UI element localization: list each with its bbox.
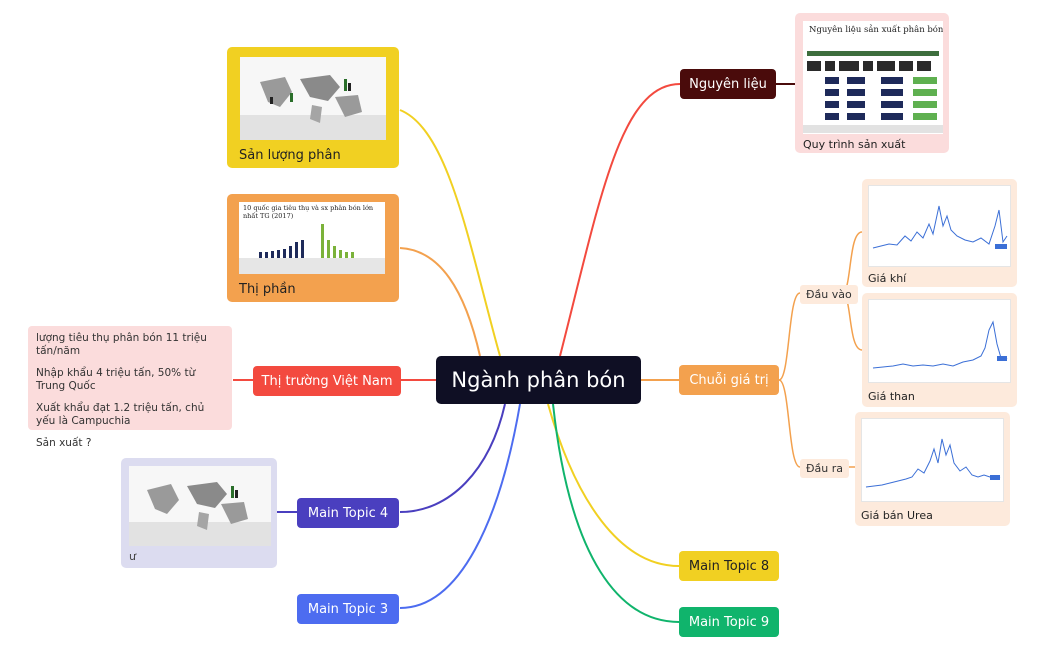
connector-san-luong bbox=[399, 109, 501, 357]
connector-main8 bbox=[547, 403, 680, 567]
subtopic-dau-ra[interactable]: Đầu ra bbox=[800, 459, 849, 478]
urea-price-chart-thumbnail bbox=[861, 418, 1004, 502]
card-thi-phan-caption: Thị phần bbox=[239, 282, 296, 297]
note-item-4: Sản xuất ? bbox=[36, 437, 92, 449]
coal-price-chart-image bbox=[872, 320, 1008, 369]
note-item-3: Xuất khẩu đạt 1.2 triệu tấn, chủ yếu là … bbox=[36, 402, 205, 427]
subtopic-dau-vao[interactable]: Đầu vào bbox=[800, 285, 858, 304]
card-main-4-caption: ư bbox=[129, 550, 136, 563]
card-thi-phan[interactable]: 10 quốc gia tiêu thụ và sx phân bón lớn … bbox=[227, 194, 399, 302]
topic-chuoi-gia-tri[interactable]: Chuỗi giá trị bbox=[679, 365, 779, 395]
urea-price-chart-image bbox=[865, 438, 1001, 488]
card-gia-than[interactable]: Giá than bbox=[862, 293, 1017, 407]
process-diagram-thumbnail: Nguyên liệu sản xuất phân bón bbox=[803, 21, 943, 134]
process-diagram-title: Nguyên liệu sản xuất phân bón bbox=[809, 25, 943, 35]
connector-thi-phan bbox=[399, 247, 481, 357]
card-gia-than-caption: Giá than bbox=[868, 390, 915, 403]
topic-nguyen-lieu[interactable]: Nguyên liệu bbox=[680, 69, 776, 99]
topic-main-9-label: Main Topic 9 bbox=[688, 614, 770, 630]
connector-dau-ra bbox=[778, 379, 801, 468]
topic-nguyen-lieu-label: Nguyên liệu bbox=[689, 76, 767, 92]
topic-main-3[interactable]: Main Topic 3 bbox=[297, 594, 399, 624]
topic-main-8[interactable]: Main Topic 8 bbox=[679, 551, 779, 581]
card-san-luong-caption: Sản lượng phân bbox=[239, 148, 341, 163]
gas-price-chart-image bbox=[872, 205, 1008, 249]
thi-phan-chart-title: 10 quốc gia tiêu thụ và sx phân bón lớn … bbox=[243, 204, 374, 220]
bar-chart-image bbox=[239, 202, 385, 274]
note-item-1: lượng tiêu thụ phân bón 11 triệu tấn/năm bbox=[36, 332, 207, 357]
card-gia-khi-caption: Giá khí bbox=[868, 272, 907, 285]
topic-main-3-label: Main Topic 3 bbox=[307, 601, 389, 617]
card-gia-urea[interactable]: Giá bán Urea bbox=[855, 412, 1010, 526]
connector-dau-vao bbox=[778, 292, 801, 381]
bar-chart-thumbnail: 10 quốc gia tiêu thụ và sx phân bón lớn … bbox=[239, 202, 385, 274]
connector-main3 bbox=[399, 403, 521, 609]
gas-price-chart-thumbnail bbox=[868, 185, 1011, 267]
topic-thi-truong-viet-nam[interactable]: Thị trường Việt Nam bbox=[253, 366, 401, 396]
world-map-image-2 bbox=[129, 466, 271, 546]
connector-gia-khi bbox=[841, 231, 863, 294]
coal-price-chart-thumbnail bbox=[868, 299, 1011, 383]
central-topic[interactable]: Ngành phân bón bbox=[436, 356, 641, 404]
card-gia-khi[interactable]: Giá khí bbox=[862, 179, 1017, 287]
topic-chuoi-gia-tri-label: Chuỗi giá trị bbox=[689, 372, 769, 388]
topic-main-4-label: Main Topic 4 bbox=[307, 505, 389, 521]
card-main-4[interactable]: ư bbox=[121, 458, 277, 568]
vietnam-market-notes[interactable]: lượng tiêu thụ phân bón 11 triệu tấn/năm… bbox=[28, 326, 232, 449]
central-topic-label: Ngành phân bón bbox=[451, 368, 626, 392]
topic-main-4[interactable]: Main Topic 4 bbox=[297, 498, 399, 528]
card-gia-urea-caption: Giá bán Urea bbox=[861, 509, 933, 522]
world-map-thumbnail bbox=[240, 57, 386, 140]
connector-main9 bbox=[552, 403, 680, 623]
topic-thi-truong-label: Thị trường Việt Nam bbox=[261, 373, 393, 389]
note-item-2: Nhập khẩu 4 triệu tấn, 50% từ Trung Quốc bbox=[36, 367, 196, 392]
card-quy-trinh[interactable]: Nguyên liệu sản xuất phân bón bbox=[795, 13, 949, 153]
connector-nguyen-lieu bbox=[559, 83, 681, 357]
connector-main4 bbox=[399, 403, 506, 513]
world-map-image bbox=[240, 57, 386, 140]
card-san-luong[interactable]: Sản lượng phân bbox=[227, 47, 399, 168]
topic-main-9[interactable]: Main Topic 9 bbox=[679, 607, 779, 637]
world-map-thumbnail-2 bbox=[129, 466, 271, 546]
process-diagram-image bbox=[803, 51, 943, 133]
card-quy-trinh-caption: Quy trình sản xuất bbox=[803, 138, 906, 151]
topic-main-8-label: Main Topic 8 bbox=[688, 558, 770, 574]
